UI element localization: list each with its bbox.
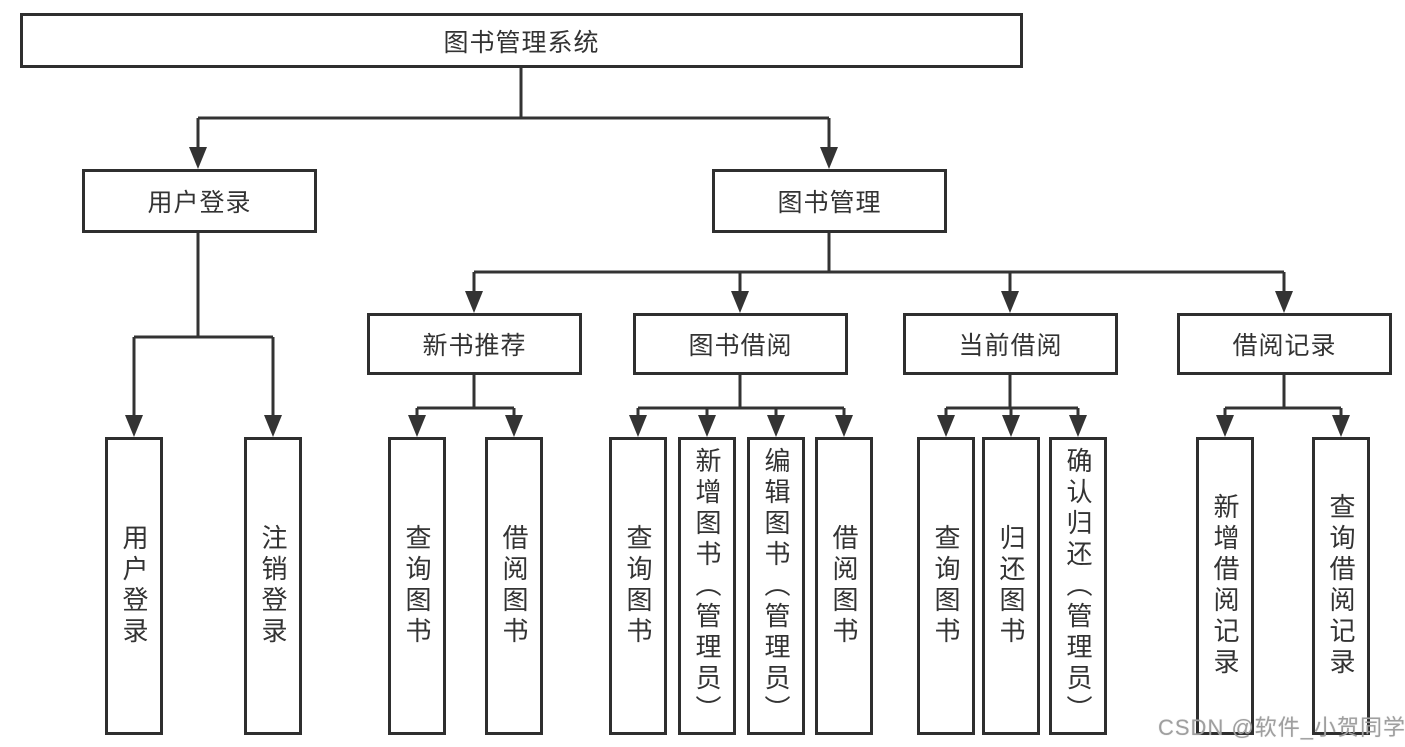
leaf-add-borrow-record: 新增借阅记录 xyxy=(1196,437,1254,735)
leaf-add-book-admin: 新增图书（管理员） xyxy=(678,437,736,735)
leaf-return-book: 归还图书 xyxy=(982,437,1040,735)
node-book-borrowing: 图书借阅 xyxy=(633,313,848,375)
leaf-logout: 注销登录 xyxy=(244,437,302,735)
csdn-watermark: CSDN @软件_小贺同学 xyxy=(1158,715,1405,740)
node-current-borrowing: 当前借阅 xyxy=(903,313,1118,375)
node-library-management-system: 图书管理系统 xyxy=(20,13,1023,68)
leaf-query-borrow-record: 查询借阅记录 xyxy=(1312,437,1370,735)
leaf-edit-book-admin: 编辑图书（管理员） xyxy=(747,437,805,735)
leaf-borrow-books-recommend: 借阅图书 xyxy=(485,437,543,735)
leaf-user-login: 用户登录 xyxy=(105,437,163,735)
leaf-confirm-return-admin: 确认归还（管理员） xyxy=(1049,437,1107,735)
node-book-management-branch: 图书管理 xyxy=(712,169,947,233)
leaf-query-books-current: 查询图书 xyxy=(917,437,975,735)
node-user-login-branch: 用户登录 xyxy=(82,169,317,233)
node-new-book-recommendation: 新书推荐 xyxy=(367,313,582,375)
node-borrowing-records: 借阅记录 xyxy=(1177,313,1392,375)
leaf-borrow-books: 借阅图书 xyxy=(815,437,873,735)
leaf-query-books-recommend: 查询图书 xyxy=(388,437,446,735)
leaf-query-books-borrowing: 查询图书 xyxy=(609,437,667,735)
